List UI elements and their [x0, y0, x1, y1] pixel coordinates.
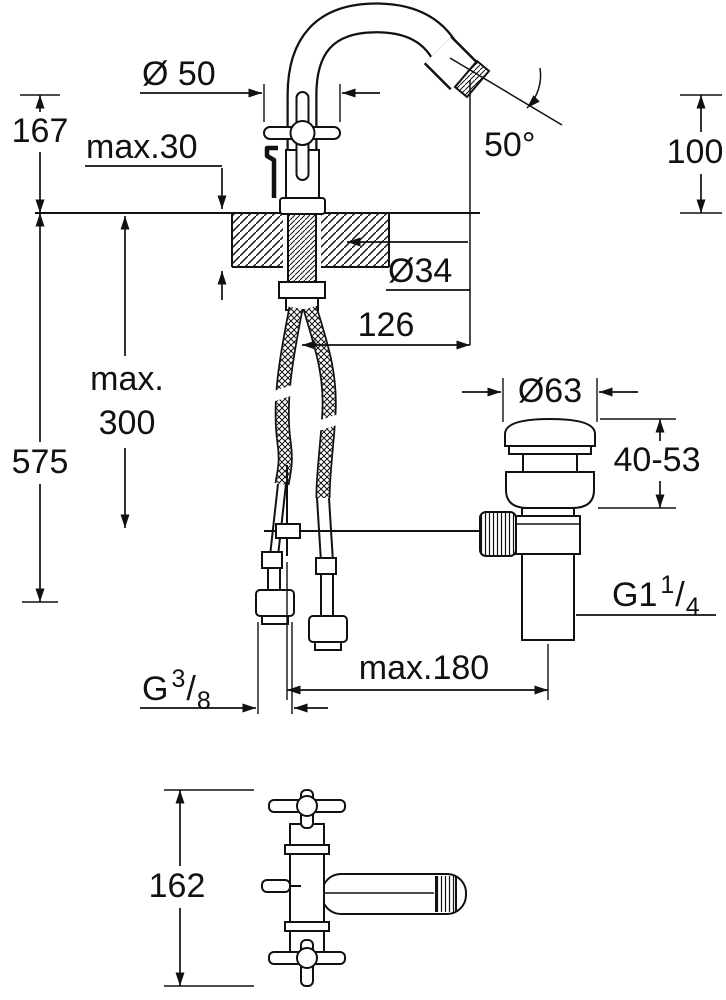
side-view — [261, 789, 467, 987]
aerator-tip — [453, 59, 491, 99]
pop-up-waste — [479, 417, 596, 641]
dim-hose-length: 575 — [8, 213, 72, 603]
dim-max-depth-label-1: max. — [90, 360, 164, 398]
dim-outlet-reach-label: 126 — [358, 306, 415, 344]
dim-deck-thickness: max.30 — [85, 128, 227, 300]
faucet-spout — [286, 2, 491, 172]
dim-waste-diameter-label: Ø63 — [518, 372, 582, 410]
dim-hole-diameter: Ø34 — [347, 237, 470, 291]
side-view-body — [289, 823, 325, 955]
lift-rod — [264, 145, 278, 198]
mounting-shank — [278, 213, 326, 311]
dim-deck-thickness-label: max.30 — [86, 128, 198, 166]
dim-side-height: 162 — [140, 789, 254, 987]
pop-up-rod — [264, 465, 482, 556]
side-view-lever — [261, 879, 291, 893]
handle-hub — [289, 120, 316, 146]
dim-center-distance: max.180 — [286, 562, 549, 700]
dim-spray-angle: 50° — [449, 57, 563, 345]
dim-max-depth-label-2: 300 — [99, 404, 156, 442]
side-view-aerator — [436, 876, 456, 912]
dim-hole-diameter-label: Ø34 — [388, 252, 452, 290]
dim-spout-height: 167 — [8, 94, 72, 213]
dim-outlet-reach: 126 — [302, 306, 470, 350]
cross-handle — [263, 91, 341, 181]
supply-hose-left — [255, 306, 307, 625]
supply-hose-right — [302, 305, 350, 651]
dim-outlet-height-label: 100 — [667, 133, 724, 171]
dim-outlet-height: 100 — [662, 94, 725, 214]
dim-handle-diameter: Ø 50 — [140, 55, 380, 122]
dim-handle-diameter-label: Ø 50 — [142, 55, 216, 93]
dim-spray-angle-label: 50° — [484, 126, 535, 164]
faucet-body — [264, 145, 326, 215]
dim-waste-range: 40-53 — [598, 418, 706, 509]
dim-waste-diameter: Ø63 — [462, 372, 638, 422]
dim-side-height-label: 162 — [149, 867, 206, 905]
waste-knurled-knob — [479, 511, 517, 557]
dim-hose-length-label: 575 — [12, 443, 69, 481]
dim-spout-height-label: 167 — [12, 112, 69, 150]
dim-center-distance-label: max.180 — [359, 649, 489, 687]
dim-max-depth: max. 300 — [84, 216, 172, 528]
dim-waste-range-label: 40-53 — [614, 441, 701, 479]
